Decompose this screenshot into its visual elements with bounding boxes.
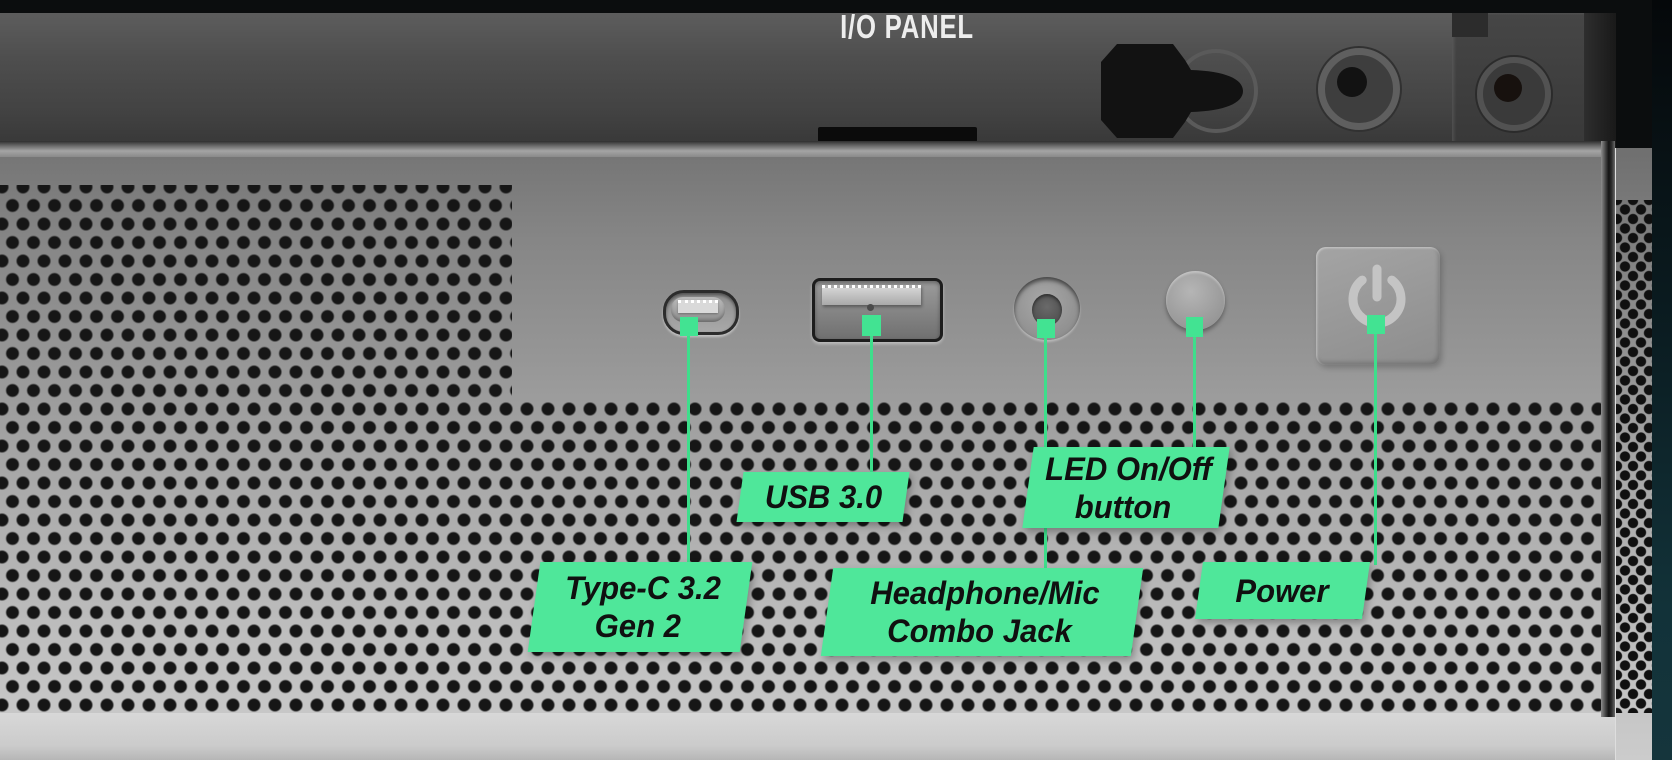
callout-line-usb bbox=[870, 336, 873, 475]
callout-anchor-power bbox=[1367, 315, 1385, 334]
callout-anchor-usb bbox=[862, 315, 881, 336]
type-c-port bbox=[663, 290, 739, 335]
chassis-slot-cutout bbox=[818, 127, 977, 142]
callout-line-power bbox=[1374, 334, 1377, 565]
chassis-side-edge bbox=[1615, 148, 1653, 760]
type-c-connector-tab bbox=[678, 300, 718, 313]
power-button bbox=[1316, 247, 1440, 365]
usb-pin-dot bbox=[867, 304, 874, 311]
screw-pin bbox=[1337, 67, 1367, 97]
latch-cutout-icon bbox=[1101, 44, 1258, 138]
callout-anchor-led bbox=[1186, 317, 1203, 337]
chassis-plate-notch bbox=[1452, 13, 1488, 37]
callout-line-led bbox=[1193, 337, 1196, 451]
edge-vent-holes bbox=[1616, 200, 1653, 713]
callout-anchor-type-c bbox=[680, 317, 698, 336]
chassis-top-right-step bbox=[1584, 13, 1616, 150]
label-usb: USB 3.0 bbox=[736, 472, 910, 522]
background-right bbox=[1652, 0, 1672, 760]
usb-connector-tab bbox=[822, 285, 921, 305]
page-title: I/O PANEL bbox=[840, 8, 974, 45]
label-power: Power bbox=[1194, 562, 1371, 619]
panel-bottom-rail bbox=[0, 713, 1652, 760]
panel-top-lip bbox=[0, 141, 1603, 157]
screw-hole-icon bbox=[1477, 57, 1551, 131]
chassis-side-seam bbox=[1601, 141, 1615, 717]
callout-anchor-jack bbox=[1037, 319, 1055, 338]
screw-hole-icon bbox=[1318, 48, 1400, 130]
callout-line-type-c bbox=[687, 336, 690, 564]
screw-pin bbox=[1494, 74, 1522, 102]
mesh-perforation-left bbox=[0, 185, 512, 713]
power-icon bbox=[1348, 264, 1406, 328]
